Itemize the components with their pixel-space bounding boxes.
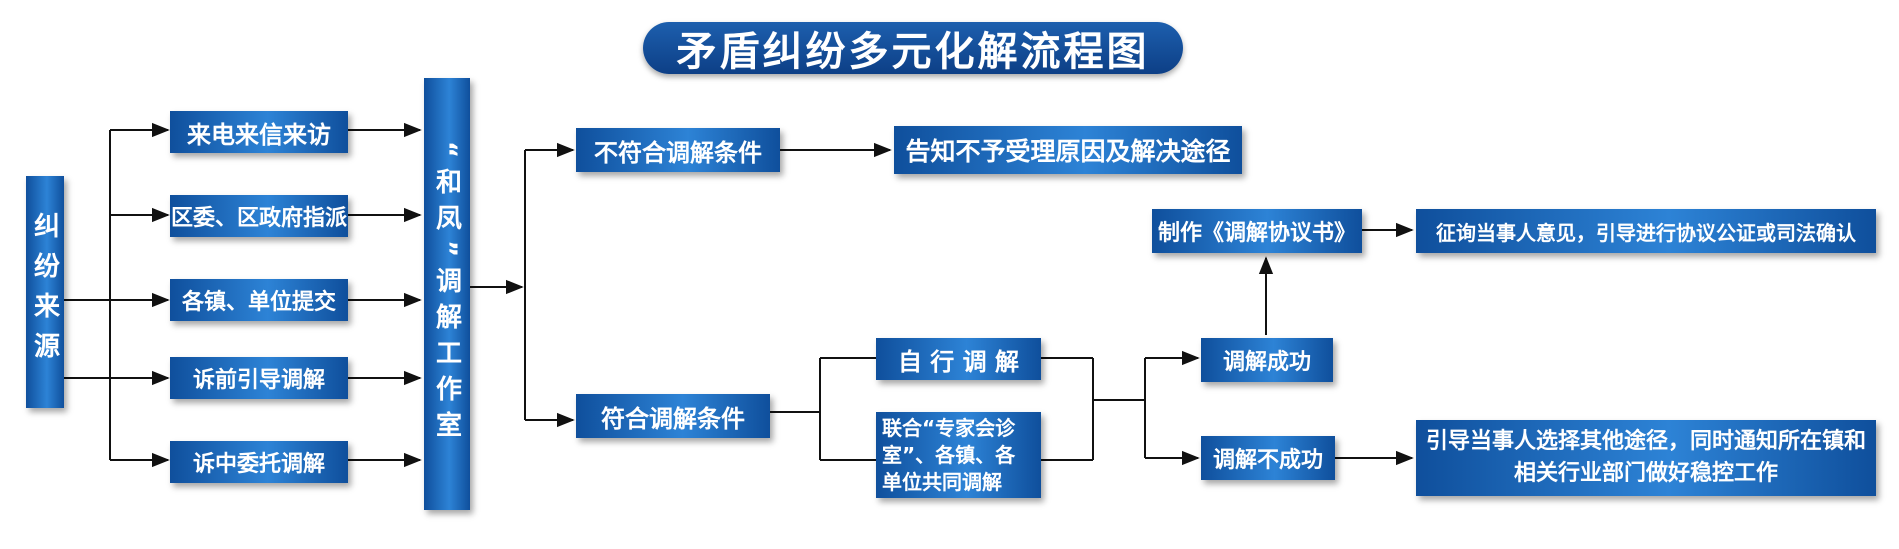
mediation-workroom: “和凤”调解工作室 [424, 78, 470, 510]
mediation-success-box: 调解成功 [1201, 338, 1333, 382]
source-pre-litigation: 诉前引导调解 [170, 357, 348, 399]
source-town-unit-submitted: 各镇、单位提交 [170, 279, 348, 321]
self-mediation-box: 自 行 调 解 [876, 338, 1041, 380]
agreement-box: 制作《调解协议书》 [1152, 209, 1362, 253]
source-in-litigation: 诉中委托调解 [170, 441, 348, 483]
dispute-source-label: 纠纷来源 [26, 176, 64, 408]
guide-box: 引导当事人选择其他途径，同时通知所在镇和相关行业部门做好稳控工作 [1416, 420, 1876, 496]
source-district-assigned: 区委、区政府指派 [170, 195, 348, 237]
not-eligible-box: 不符合调解条件 [576, 128, 780, 172]
source-letters-calls-visits: 来电来信来访 [170, 111, 348, 153]
chart-title: 矛盾纠纷多元化解流程图 [643, 22, 1183, 75]
confirm-box: 征询当事人意见，引导进行协议公证或司法确认 [1416, 209, 1876, 253]
notify-reason-box: 告知不予受理原因及解决途径 [894, 126, 1242, 174]
mediation-failure-box: 调解不成功 [1201, 436, 1335, 480]
eligible-box: 符合调解条件 [576, 394, 770, 438]
joint-mediation-box: 联合“专家会诊室”、各镇、各单位共同调解 [876, 412, 1041, 498]
